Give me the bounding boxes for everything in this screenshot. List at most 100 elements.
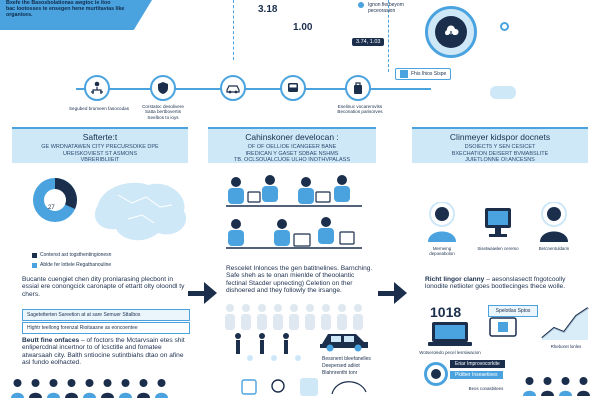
timeline-dash-2 — [388, 0, 389, 72]
right-people-row: Merneing depoeabolon Sisetwaiwlen ceremo… — [420, 202, 576, 256]
timeline-value-1: 3.18 — [258, 4, 278, 15]
timeline-node-5 — [345, 75, 371, 101]
arrow-right-2 — [378, 282, 407, 304]
column-3-sub-line-2: BXECHATION DEISERT BVMABSLITE — [451, 150, 549, 157]
cloud-icon — [435, 16, 467, 48]
timeline-node-2 — [150, 75, 176, 101]
car-caption-2: Deepersed adiiot — [322, 363, 360, 369]
column-3-title: Clinmeyer kidspor docnets — [449, 132, 551, 142]
timeline-caption-1: Segubed brumeen fasocodas — [68, 106, 130, 111]
person-icon — [559, 377, 572, 396]
timeline-node-1 — [84, 75, 110, 101]
right-box-label: Spelotlas Sptos — [488, 305, 538, 317]
right-person-2: Sisetwaiwlen ceremo — [476, 202, 520, 256]
device-icon — [489, 317, 517, 337]
shield-icon — [158, 82, 168, 94]
right-paragraph-body: – aesonslasectt fngotcoolly lonodite net… — [425, 276, 566, 291]
right-paragraph-title: Richt lingor clanny — [425, 276, 485, 283]
column-3-subtitle: DSOIECT5 Y SEN CESICET BXECHATION DEISER… — [416, 144, 584, 164]
header-callout-line-2: bac lootosses te ensegen hene murtitavia… — [6, 6, 125, 12]
cloud-data-badge — [425, 6, 477, 58]
people-network-icon — [91, 81, 103, 94]
timeline-line — [76, 88, 431, 90]
right-stat-caption: Wotseroledo pecel lesrsiwacion — [419, 350, 481, 355]
timeline-dash-1 — [233, 0, 234, 60]
person-icon — [47, 379, 60, 398]
person-icon — [29, 379, 42, 398]
mini-chart — [541, 307, 589, 340]
timeline-node-4 — [280, 75, 306, 101]
column-1-sub-line-2: UREISKOVIEST ST ASMONS — [62, 150, 138, 157]
monitor-icon — [485, 208, 511, 237]
cloud-small-icon — [490, 86, 516, 99]
timeline-tag-1: Fhis Ihios Sispe — [395, 68, 452, 80]
person-icon — [119, 379, 132, 398]
right-tag-2: Pkitber Inseaetioes — [450, 371, 503, 379]
right-caption-2: Sisetwaiwlen ceremo — [477, 246, 519, 251]
legend-label-1: Contenst ast togsthentingionesn — [40, 252, 112, 258]
crowd-graphic — [225, 304, 363, 330]
header-callout-line-1: Bxefe the Basosbolationas awgtoc ie itoo — [6, 0, 111, 6]
timeline-value-3-badge: 3.74, 1.03 — [352, 38, 385, 46]
car-caption-3: Blahnrenthi tonr — [322, 370, 358, 376]
person-icon — [65, 379, 78, 398]
car-captions: Bessnent bleefanelles Deepersed adiiot B… — [322, 356, 371, 376]
luggage-icon — [354, 82, 362, 94]
right-paragraph: Richt lingor clanny – aesonslasectt fngo… — [425, 276, 590, 291]
column-2-sub-line-2: IREDICAN Y GASET SDBAE NSHMS — [245, 150, 339, 157]
people-row-left — [10, 378, 172, 398]
top-right-dot-icon — [358, 2, 364, 8]
middle-paragraph: Rescelet Inlonces the gen batitnelines. … — [226, 265, 373, 295]
car-icon — [226, 85, 240, 94]
timeline-caption-4: Eselinuc vocarerovlss Beconatios parisor… — [337, 104, 383, 115]
person-at-desk-icon — [428, 202, 456, 242]
pie-center-label: 27 — [48, 205, 55, 211]
legend-item-1: Contenst ast togsthentingionesn — [32, 252, 111, 258]
person-icon — [541, 377, 554, 396]
orbit-dot-icon — [500, 22, 509, 31]
timeline-caption-2: Corstatoc desolivere Satta bertbovertis … — [142, 104, 184, 120]
left-paragraph-2-title: Beutt fine onfaces — [22, 337, 80, 344]
top-right-label: Ignon fierbeyom peceorasion — [368, 2, 404, 14]
timeline-node-3 — [220, 75, 246, 101]
column-header-2: Cahinskoner develocan : OF OF OELLIOE IC… — [208, 127, 376, 163]
header-callout — [0, 0, 152, 30]
right-caption-1: Merneing depoeabolon — [429, 246, 455, 256]
left-paragraph-2-body: – of foctors the Mctarvsain etes shit en… — [22, 337, 185, 367]
tag-1-icon — [400, 70, 408, 78]
refresh-icon — [424, 362, 448, 386]
right-stat-value: 1018 — [430, 304, 462, 320]
right-person-1: Merneing depoeabolon — [420, 202, 464, 256]
right-caption-3: Betcnentuldarin — [538, 246, 570, 251]
left-label-box-1: Sagetetterten Sareetion at at sare Semue… — [22, 309, 190, 321]
arrow-right-1 — [188, 282, 217, 304]
pie-chart — [33, 178, 77, 222]
person-icon — [523, 377, 536, 396]
person-icon — [101, 379, 114, 398]
column-2-sub-line-1: OF OF OELLIOE ICANGEER BANE — [247, 144, 337, 150]
column-2-subtitle: OF OF OELLIOE ICANGEER BANE IREDICAN Y G… — [212, 144, 372, 164]
column-header-3: Clinmeyer kidspor docnets DSOIECT5 Y SEN… — [412, 127, 588, 163]
bottom-icons-row — [241, 378, 367, 396]
column-1-sub-line-1: GE WRDNATAWEN CITY PRECURSOIKE DPE — [41, 144, 159, 150]
legend-label-2: Ablde fer lottele Regathanouline — [40, 262, 112, 268]
people-row-right — [522, 376, 594, 396]
person-icon — [540, 202, 568, 242]
left-paragraph-2: Beutt fine onfaces – of foctors the Mcta… — [22, 337, 190, 367]
column-1-title: Safterte:t — [82, 132, 118, 142]
legend-swatch-1 — [32, 252, 37, 258]
bus-icon — [288, 83, 298, 92]
car-icon — [320, 334, 368, 352]
walking-people-graphic — [235, 333, 301, 361]
right-person-3: Betcnentuldarin — [532, 202, 576, 256]
person-icon — [155, 379, 168, 398]
person-icon — [83, 379, 96, 398]
left-paragraph-1: Bucante cuengiet chen dity pronlarasing … — [22, 276, 185, 298]
person-icon — [577, 377, 590, 396]
person-icon — [137, 379, 150, 398]
legend-item-2: Ablde fer lottele Regathanouline — [32, 262, 111, 268]
mini-chart-caption: Rheboret lonles — [550, 344, 582, 349]
column-2-sub-line-3: TB. OCLSOUALCUOE ULHO INOTHVPALASS — [233, 157, 351, 164]
laptop-icon — [428, 322, 472, 346]
timeline-tag-1-label: Fhis Ihios Sispe — [411, 71, 447, 77]
